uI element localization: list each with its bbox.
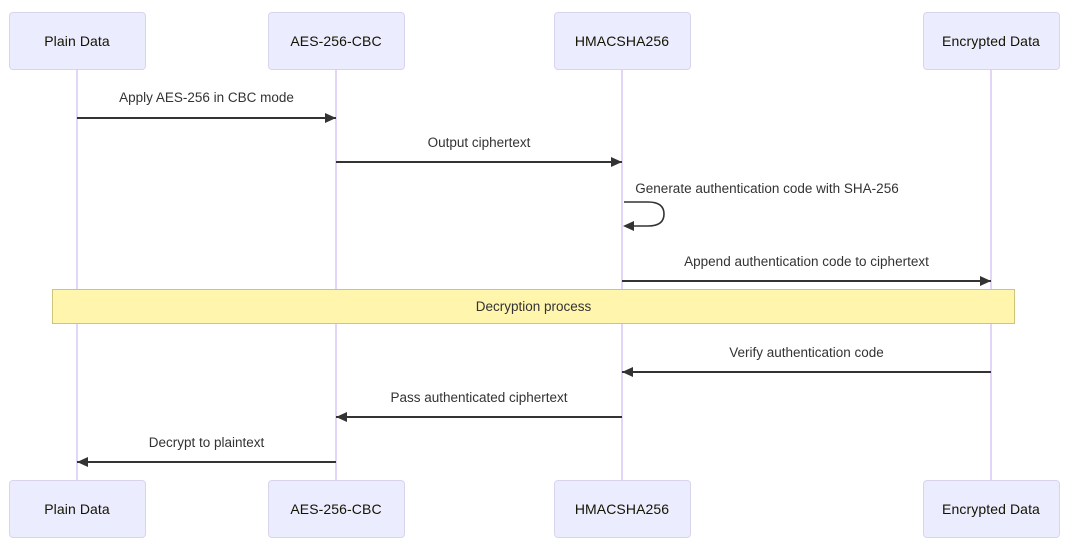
message-label-m4: Append authentication code to ciphertext bbox=[684, 254, 929, 269]
message-label-m6: Pass authenticated ciphertext bbox=[390, 390, 568, 405]
lifeline-aes bbox=[335, 70, 337, 480]
arrowhead-icon-m7 bbox=[77, 456, 88, 467]
message-line-m5 bbox=[622, 371, 991, 373]
participant-label-hmac-top: HMACSHA256 bbox=[574, 33, 670, 49]
participant-box-plain-bottom[interactable]: Plain Data bbox=[8, 480, 146, 538]
message-line-m4 bbox=[622, 280, 991, 282]
participant-label-aes-bottom: AES-256-CBC bbox=[290, 501, 382, 517]
lifeline-plain bbox=[76, 70, 78, 480]
participant-label-aes-top: AES-256-CBC bbox=[290, 33, 382, 49]
message-line-m2 bbox=[336, 161, 622, 163]
message-line-m7 bbox=[77, 461, 336, 463]
note-band-label-n1: Decryption process bbox=[475, 299, 592, 314]
lifeline-hmac bbox=[621, 70, 623, 480]
participant-label-hmac-bottom: HMACSHA256 bbox=[574, 501, 670, 517]
participant-box-plain-top[interactable]: Plain Data bbox=[8, 12, 146, 70]
message-label-m5: Verify authentication code bbox=[729, 345, 884, 360]
participant-box-encrypted-bottom[interactable]: Encrypted Data bbox=[922, 480, 1060, 538]
message-line-m1 bbox=[77, 117, 336, 119]
participant-box-aes-top[interactable]: AES-256-CBC bbox=[267, 12, 405, 70]
participant-box-hmac-top[interactable]: HMACSHA256 bbox=[553, 12, 691, 70]
arrowhead-icon-m1 bbox=[325, 112, 336, 123]
message-label-m1: Apply AES-256 in CBC mode bbox=[119, 90, 294, 105]
participant-box-aes-bottom[interactable]: AES-256-CBC bbox=[267, 480, 405, 538]
participant-box-encrypted-top[interactable]: Encrypted Data bbox=[922, 12, 1060, 70]
arrowhead-icon-m2 bbox=[611, 156, 622, 167]
lifeline-encrypted bbox=[990, 70, 992, 480]
self-message-arrow-m3 bbox=[622, 198, 668, 234]
participant-label-encrypted-bottom: Encrypted Data bbox=[942, 501, 1040, 517]
arrowhead-icon-m6 bbox=[336, 411, 347, 422]
arrowhead-icon-m4 bbox=[980, 275, 991, 286]
note-band-n1[interactable]: Decryption process bbox=[52, 289, 1015, 324]
participant-box-hmac-bottom[interactable]: HMACSHA256 bbox=[553, 480, 691, 538]
arrowhead-icon-m5 bbox=[622, 366, 633, 377]
participant-label-encrypted-top: Encrypted Data bbox=[942, 33, 1040, 49]
participant-label-plain-bottom: Plain Data bbox=[44, 501, 110, 517]
message-label-m7: Decrypt to plaintext bbox=[148, 435, 265, 450]
participant-label-plain-top: Plain Data bbox=[44, 33, 110, 49]
message-label-m3: Generate authentication code with SHA-25… bbox=[635, 181, 899, 196]
message-line-m6 bbox=[336, 416, 622, 418]
message-label-m2: Output ciphertext bbox=[427, 135, 531, 150]
